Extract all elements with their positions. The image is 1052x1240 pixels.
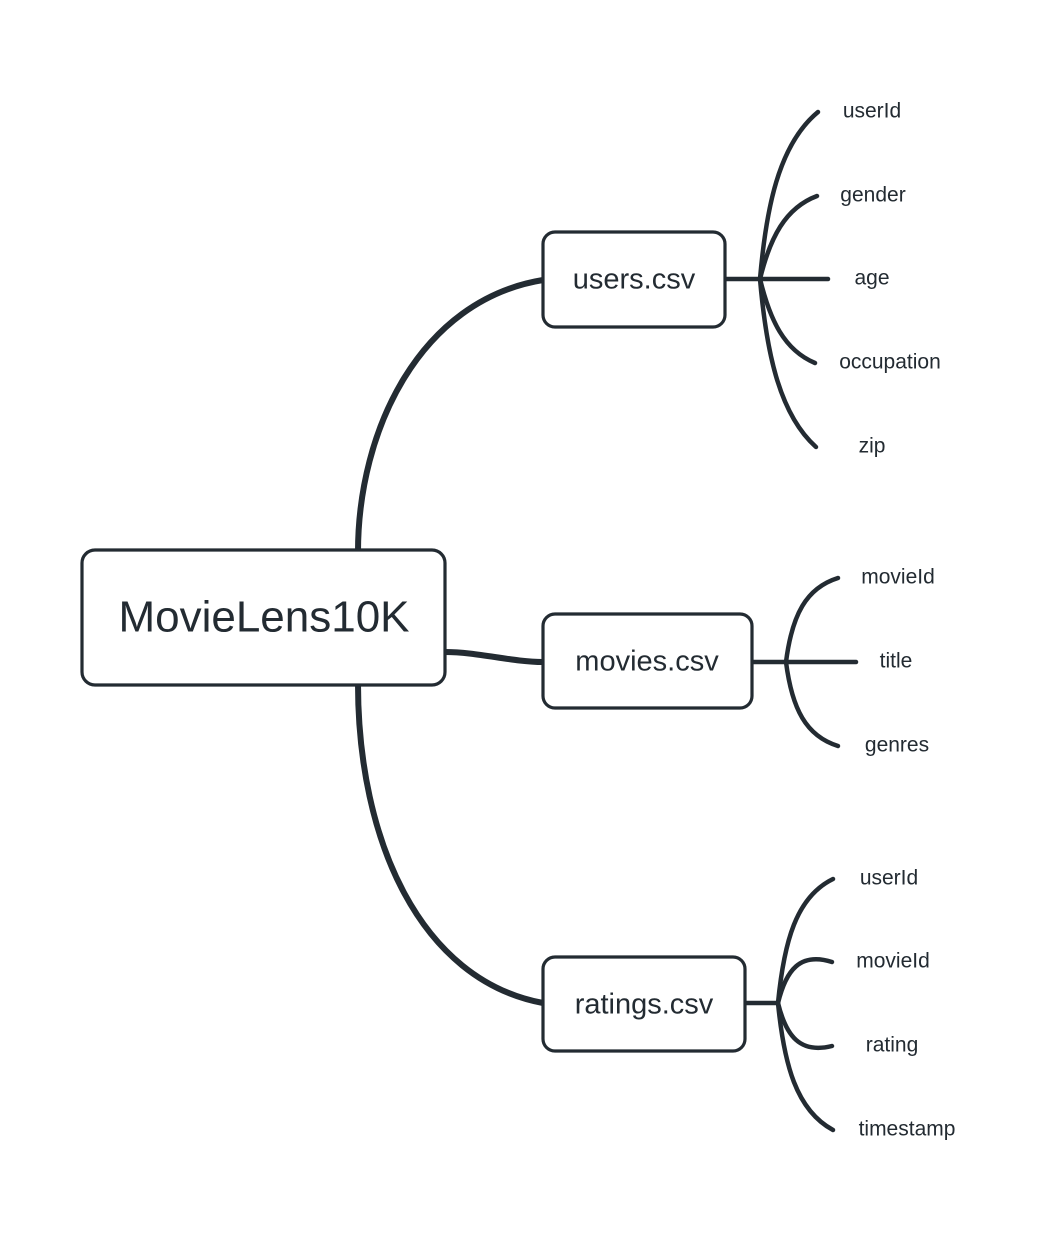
branch-node-label-movies: movies.csv [575,646,719,678]
ratings-leaf-labels: userId movieId rating timestamp [856,867,955,1141]
edge-ratings-to-userid [775,876,836,1006]
users-leaf-labels: userId gender age occupation zip [839,100,941,458]
users-leaf-edges [722,109,831,450]
edge-movies-to-movieid [783,575,841,665]
node-root[interactable]: MovieLens10K [80,548,447,687]
movies-leaf-edges [749,575,859,749]
leaf-label-ratings-rating[interactable]: rating [866,1034,919,1057]
leaf-label-ratings-timestamp[interactable]: timestamp [859,1118,956,1141]
node-branch-ratings[interactable]: ratings.csv [541,955,747,1053]
edge-root-to-movies [442,649,546,665]
branch-node-box-users[interactable] [541,230,727,329]
node-branch-movies[interactable]: movies.csv [541,612,754,710]
leaf-label-movies-title[interactable]: title [880,650,913,673]
movies-leaf-labels: movieId title genres [861,566,935,757]
root-node-box[interactable] [80,548,447,687]
node-branch-users[interactable]: users.csv [541,230,727,329]
branch-node-label-ratings: ratings.csv [575,989,714,1021]
ratings-leaf-edges [742,876,836,1133]
leaf-label-movies-movieid[interactable]: movieId [861,566,935,589]
leaf-label-ratings-userid[interactable]: userId [860,867,918,890]
root-branch-edges [355,277,546,1006]
edge-users-to-userid [757,109,821,282]
edge-ratings-to-movieid [775,957,835,1006]
leaf-label-users-age[interactable]: age [854,267,889,290]
branch-node-box-movies[interactable] [541,612,754,710]
edge-root-to-users [355,277,546,555]
edge-movies-to-genres [783,659,841,749]
leaf-label-users-zip[interactable]: zip [859,435,886,458]
edge-root-to-ratings [355,681,546,1006]
edge-users-to-zip [757,276,819,450]
edge-ratings-to-timestamp [775,1000,836,1133]
leaf-label-movies-genres[interactable]: genres [865,734,929,757]
leaf-label-users-userid[interactable]: userId [843,100,901,123]
edge-ratings-to-rating [775,1000,835,1051]
leaf-label-users-occupation[interactable]: occupation [839,351,941,374]
edge-users-to-gender [757,193,820,282]
branch-node-label-users: users.csv [573,264,696,296]
root-node-label: MovieLens10K [118,593,409,642]
leaf-label-ratings-movieid[interactable]: movieId [856,950,930,973]
branch-node-box-ratings[interactable] [541,955,747,1053]
leaf-label-users-gender[interactable]: gender [840,184,905,207]
